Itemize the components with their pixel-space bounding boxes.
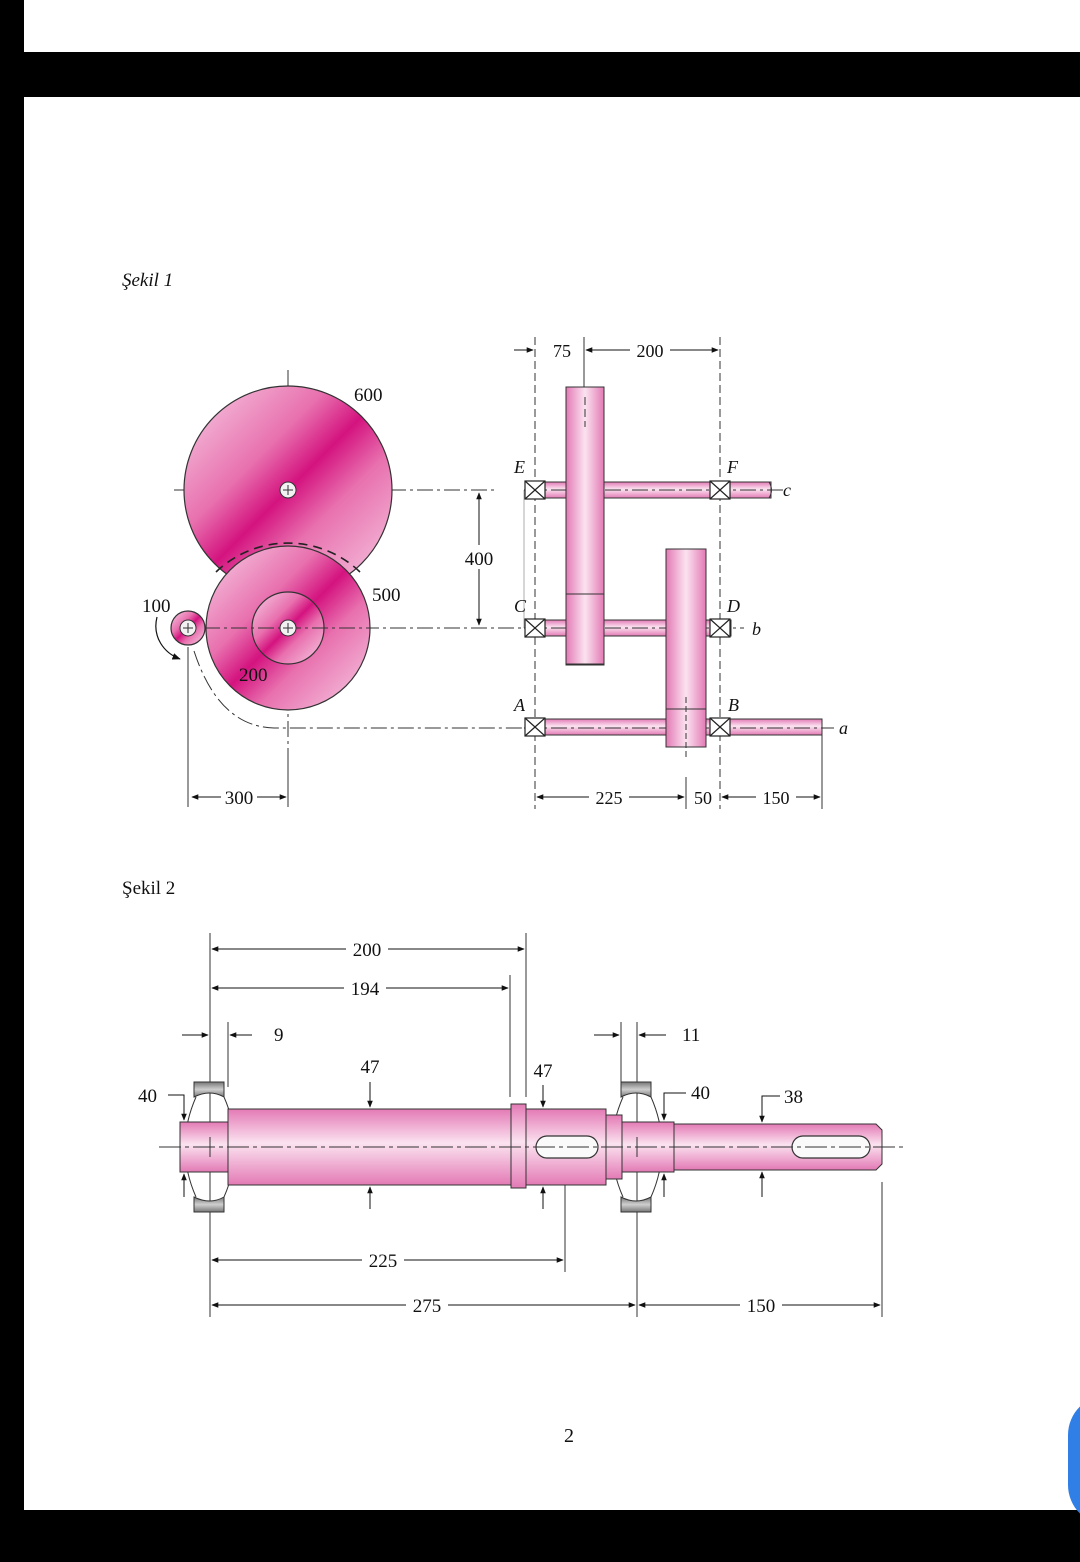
label-D: D (726, 596, 740, 616)
label-shaft-b: b (752, 619, 761, 639)
bearing-F (709, 480, 731, 500)
label-A: A (513, 695, 526, 715)
bearing-A (524, 717, 546, 737)
dim-400: 400 (465, 549, 494, 570)
dim-40-right: 40 (691, 1083, 710, 1104)
label-shaft-a: a (839, 718, 848, 738)
label-shaft-c: c (783, 480, 791, 500)
dim-11: 11 (682, 1025, 700, 1046)
label-E: E (513, 457, 525, 477)
dim-150: 150 (747, 1296, 776, 1317)
dim-top-200: 200 (637, 341, 664, 361)
dim-9: 9 (274, 1025, 284, 1046)
dim-50: 50 (694, 788, 712, 808)
dim-194: 194 (351, 979, 380, 1000)
label-100: 100 (142, 596, 171, 617)
bearing-C (524, 618, 546, 638)
dim-200: 200 (353, 940, 382, 961)
figure2-stepped-shaft: 200 194 9 11 47 47 40 40 (138, 933, 904, 1317)
dim-38: 38 (784, 1087, 803, 1108)
bearing-D (709, 618, 731, 638)
dim-40-left: 40 (138, 1086, 157, 1107)
bearing-B (709, 717, 731, 737)
bearing-E (524, 480, 546, 500)
dim-275: 275 (413, 1296, 442, 1317)
label-500: 500 (372, 585, 401, 606)
dim-150-top: 150 (763, 788, 790, 808)
side-scroll-tab[interactable] (1068, 1395, 1080, 1525)
label-B: B (728, 695, 739, 715)
dim-47-main: 47 (361, 1057, 380, 1078)
document-page: Şekil 1 Şekil 2 2 (24, 97, 1080, 1510)
page-number: 2 (564, 1425, 574, 1447)
figure1-caption: Şekil 1 (122, 270, 174, 291)
hub-200-side (565, 593, 605, 665)
label-200: 200 (239, 665, 268, 686)
dim-225-top: 225 (596, 788, 623, 808)
label-600: 600 (354, 385, 383, 406)
dim-300: 300 (225, 788, 254, 809)
figure1-side-view: E F C D A B c b a 75 200 (513, 337, 848, 809)
figure1-gears-front-view: 600 500 100 200 300 400 (142, 370, 525, 809)
figures-canvas: 600 500 100 200 300 400 (138, 337, 904, 1317)
left-bearing (184, 1081, 236, 1213)
figure2-caption: Şekil 2 (122, 878, 176, 899)
rotation-arrow-icon (155, 616, 181, 660)
dim-225: 225 (369, 1251, 398, 1272)
label-F: F (726, 457, 739, 477)
label-C: C (514, 596, 527, 616)
dim-75: 75 (553, 341, 571, 361)
top-page-strip (24, 0, 1080, 52)
shaft-shoulder (510, 1103, 527, 1189)
dim-47-keyed: 47 (534, 1061, 553, 1082)
